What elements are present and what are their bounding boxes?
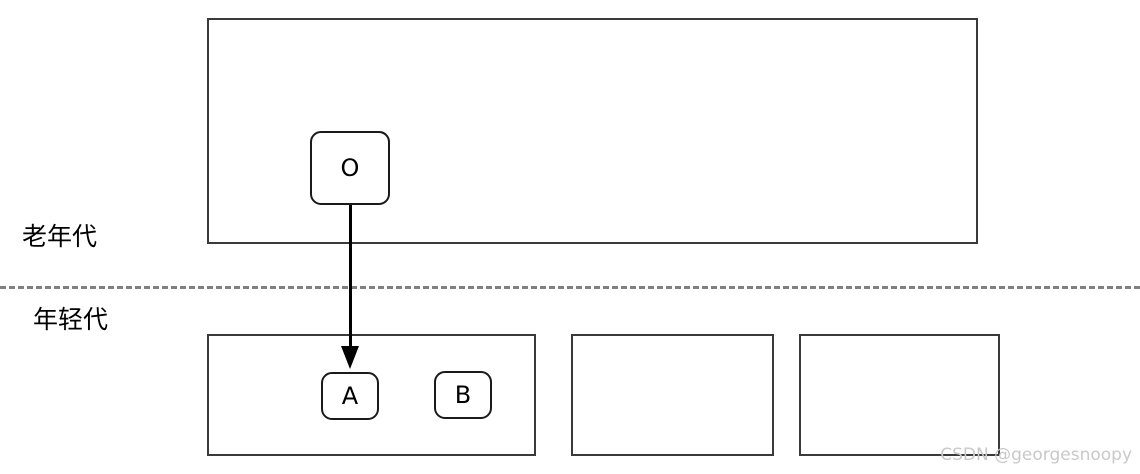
old-generation-label: 老年代 — [22, 222, 98, 251]
object-node-o: O — [310, 131, 390, 205]
eden-region-box — [207, 334, 536, 456]
survivor-to-region-box — [799, 334, 1000, 456]
old-generation-region-box — [207, 18, 978, 244]
survivor-from-region-box — [571, 334, 774, 456]
object-node-a: A — [321, 372, 379, 420]
young-generation-label: 年轻代 — [33, 305, 109, 334]
promotion-arrow-shaft — [349, 203, 352, 349]
object-node-b: B — [434, 371, 492, 419]
watermark: CSDN @georgesnoopy — [940, 445, 1132, 465]
generation-divider — [0, 286, 1140, 289]
promotion-arrow-head-icon — [341, 346, 359, 369]
